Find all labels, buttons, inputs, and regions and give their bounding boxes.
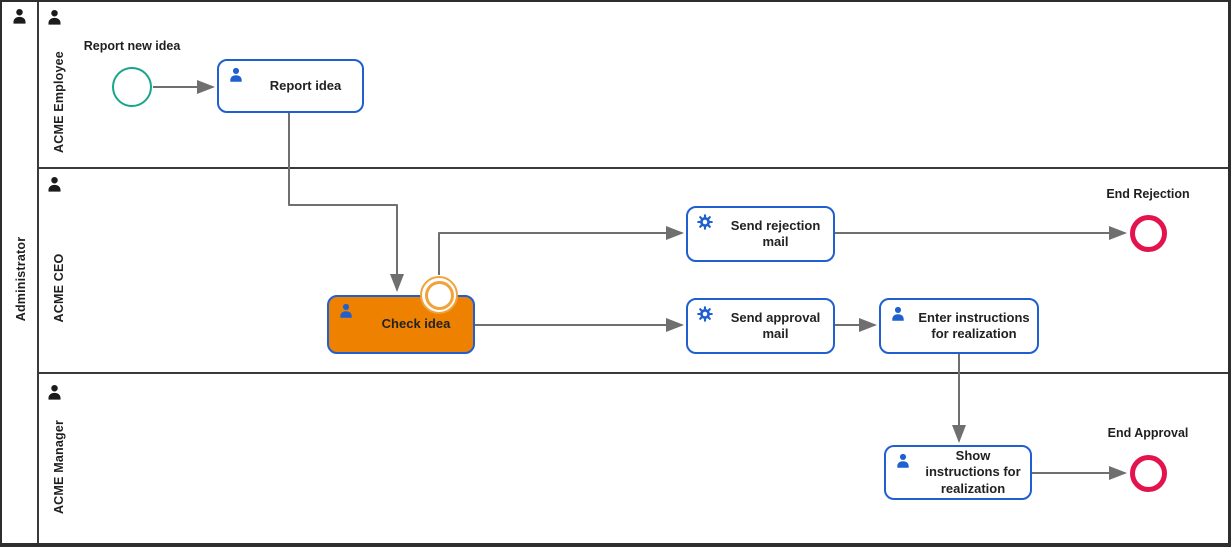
task-label: Send rejection mail (730, 217, 821, 249)
lane-divider-1 (37, 167, 1228, 169)
task-label: Check idea (381, 316, 451, 332)
boundary-event[interactable] (420, 276, 458, 314)
task-send-rejection-mail[interactable]: Send rejection mail (686, 206, 835, 262)
start-event[interactable] (112, 67, 152, 107)
user-icon (13, 8, 26, 24)
task-report-idea[interactable]: Report idea (217, 59, 364, 113)
flow-boundary-to-send-rejection (438, 226, 684, 275)
end-rejection-event[interactable] (1130, 215, 1167, 252)
boundary-event-inner-ring (424, 280, 454, 310)
user-icon (897, 453, 909, 468)
user-icon (892, 306, 904, 321)
task-label: Report idea (269, 77, 342, 93)
task-label: Send approval mail (730, 309, 821, 341)
task-label: Enter instructions for realization (918, 309, 1030, 341)
user-icon (48, 9, 61, 25)
task-enter-instructions[interactable]: Enter instructions for realization (879, 298, 1039, 354)
user-icon (48, 176, 61, 192)
end-rejection-label: End Rejection (1106, 187, 1190, 201)
gear-icon (697, 306, 713, 322)
task-show-instructions[interactable]: Show instructions for realization (884, 445, 1032, 500)
flow-report-idea-to-check-idea (288, 113, 404, 292)
user-icon (48, 384, 61, 400)
pool-header-divider (37, 2, 39, 543)
end-approval-event[interactable] (1130, 455, 1167, 492)
user-icon (230, 67, 242, 82)
lane-divider-2 (37, 372, 1228, 374)
task-label: Show instructions for realization (925, 448, 1021, 496)
start-event-label: Report new idea (83, 39, 181, 53)
gear-icon (697, 214, 713, 230)
end-approval-label: End Approval (1107, 426, 1189, 440)
task-send-approval-mail[interactable]: Send approval mail (686, 298, 835, 354)
task-check-idea[interactable]: Check idea (327, 295, 475, 354)
user-icon (340, 303, 352, 318)
